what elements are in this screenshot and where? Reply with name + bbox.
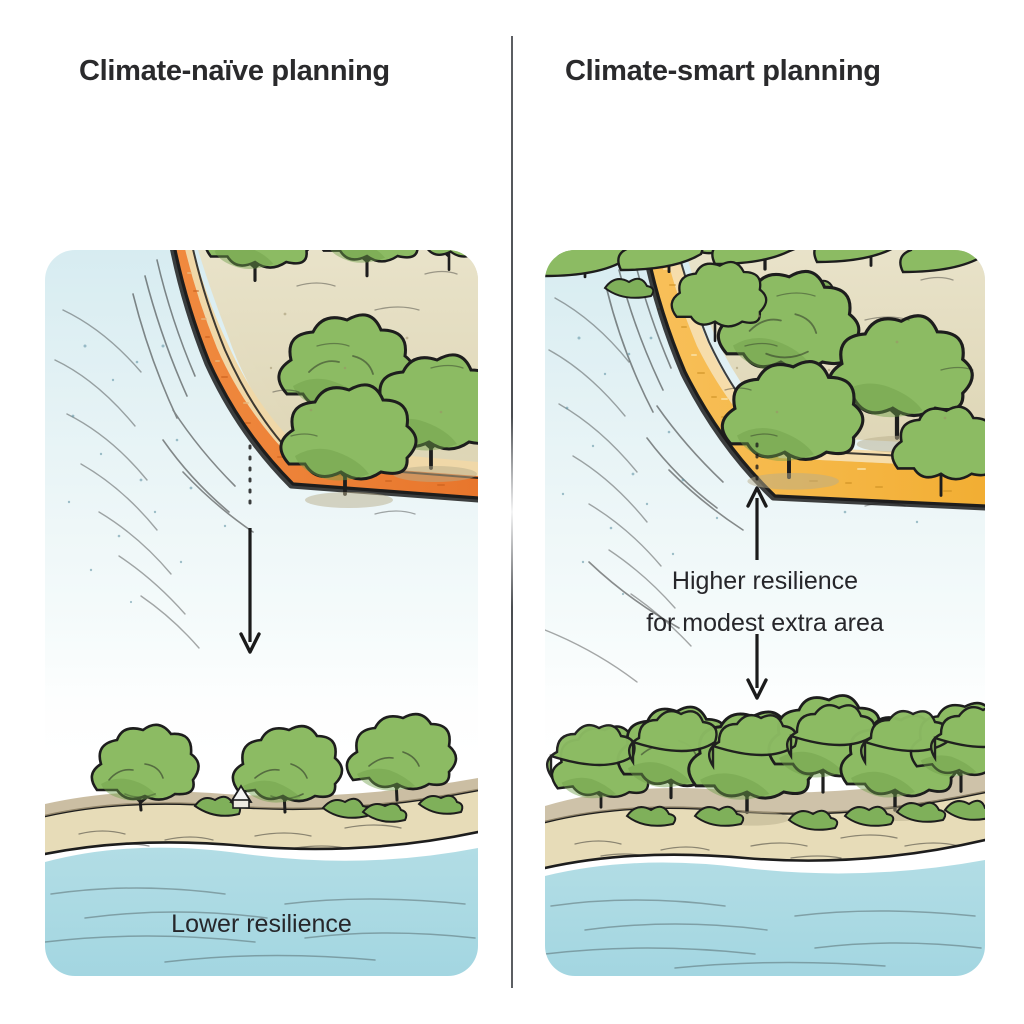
- arrow-head-down-right: [746, 678, 768, 700]
- panel-divider: [511, 36, 513, 988]
- upper-tree-group-left: [205, 250, 478, 282]
- annotation-line-1: Higher resilience: [671, 567, 859, 595]
- annotation-arrows-right: [746, 442, 768, 700]
- arrow-head-down-left: [239, 632, 261, 654]
- illustration-right: [545, 250, 985, 976]
- annotation-arrow-left: [239, 444, 261, 654]
- arrow-head-up-right: [746, 486, 768, 508]
- inner-buffer-left: [185, 250, 478, 476]
- sea-right: [545, 860, 985, 976]
- annotation-text-lower-resilience: Lower resilience: [171, 910, 352, 938]
- panel-climate-smart: Higher resilience for modest extra area: [545, 250, 985, 976]
- mid-tree-group-left: [277, 313, 478, 508]
- mid-tree-group-right: [670, 260, 985, 497]
- panel-title-climate-naive: Climate-naïve planning: [79, 55, 390, 87]
- annotation-line-2: for modest extra area: [646, 609, 884, 637]
- annotation-text-higher-resilience: Higher resilience for modest extra area: [545, 560, 985, 644]
- illustration-left: [45, 250, 478, 976]
- lower-tree-group-left: [90, 712, 464, 823]
- lower-tree-group-right: [545, 694, 985, 831]
- sea-left: [45, 847, 478, 976]
- panel-title-climate-smart: Climate-smart planning: [565, 55, 881, 87]
- panel-climate-naive: Lower resilience: [45, 250, 478, 976]
- lower-shack-left: [229, 784, 253, 809]
